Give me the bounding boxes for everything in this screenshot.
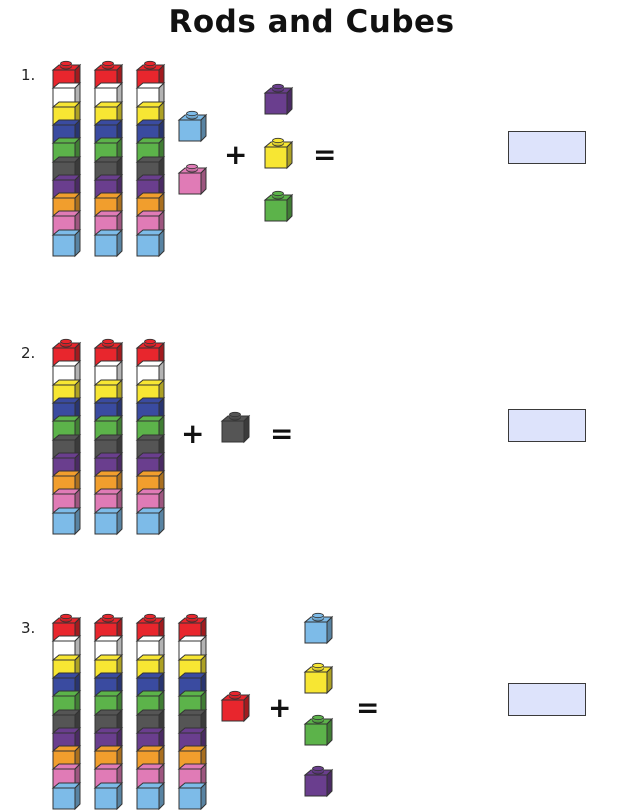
- purple-cube: [263, 83, 294, 116]
- equals-sign: =: [270, 417, 294, 450]
- lightblue-cube: [135, 228, 166, 257]
- page-title: Rods and Cubes: [168, 4, 455, 40]
- question-number: 3.: [21, 619, 36, 637]
- red-cube: [220, 690, 251, 723]
- yellow-cube: [263, 137, 294, 170]
- answer-box[interactable]: [508, 409, 586, 442]
- green-cube: [263, 190, 294, 223]
- plus-sign: +: [181, 417, 205, 450]
- plus-sign: +: [224, 138, 248, 171]
- white-cube: [135, 635, 166, 664]
- lightblue-cube: [177, 110, 208, 143]
- plus-sign: +: [268, 691, 292, 724]
- answer-box[interactable]: [508, 131, 586, 164]
- question-number: 2.: [21, 344, 36, 362]
- lightblue-cube: [51, 781, 82, 810]
- equals-sign: =: [313, 138, 337, 171]
- lightblue-cube: [93, 506, 124, 535]
- yellow-cube: [303, 662, 334, 695]
- purple-cube: [303, 765, 334, 798]
- answer-box[interactable]: [508, 683, 586, 716]
- equals-sign: =: [356, 691, 380, 724]
- pink-cube: [177, 163, 208, 196]
- lightblue-cube: [93, 781, 124, 810]
- green-cube: [303, 714, 334, 747]
- grey-cube: [220, 411, 251, 444]
- lightblue-cube: [135, 781, 166, 810]
- lightblue-cube: [135, 506, 166, 535]
- lightblue-cube: [51, 228, 82, 257]
- question-number: 1.: [21, 66, 36, 84]
- lightblue-cube: [177, 781, 208, 810]
- lightblue-cube: [51, 506, 82, 535]
- lightblue-cube: [303, 612, 334, 645]
- lightblue-cube: [93, 228, 124, 257]
